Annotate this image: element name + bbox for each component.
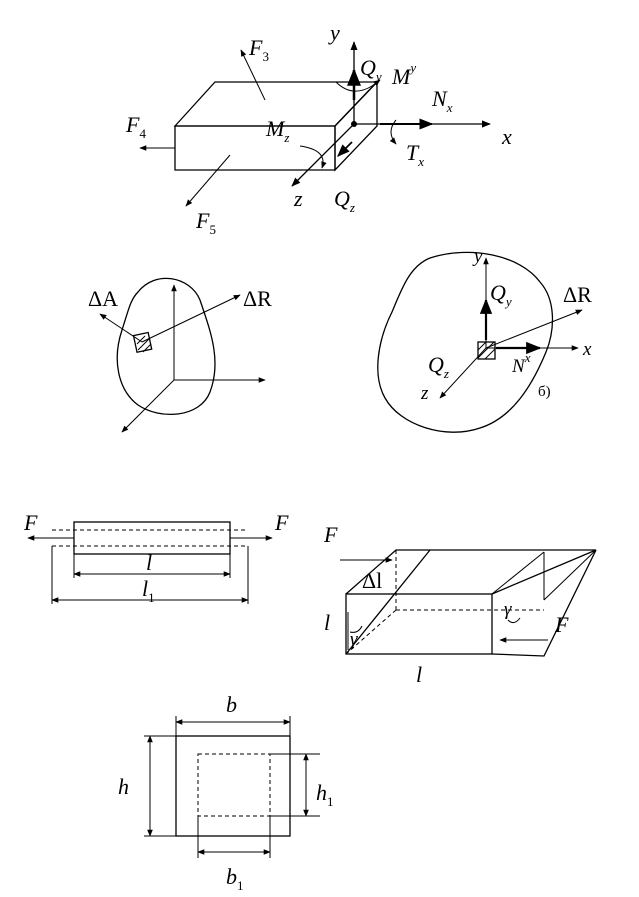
fig2b-label-nx: Nx: [511, 350, 531, 377]
fig1-f3-arrow: [240, 49, 266, 101]
fig1-label-f3: F3: [248, 35, 269, 64]
fig4-right-sheared: [491, 549, 597, 657]
fig1-box-front: [174, 125, 336, 171]
fig3-bar-tension: F F l l1: [23, 510, 289, 605]
fig5-rect-section: b h h1 b1: [118, 692, 334, 893]
fig2a-section-element: ΔA ΔR: [88, 277, 272, 433]
fig2a-label-da: ΔA: [88, 286, 118, 311]
fig1-box-side: [334, 80, 378, 172]
fig1-mz-moment: [299, 145, 327, 169]
fig1-label-tx: Tx: [406, 140, 424, 169]
fig4-shear-block: F Δl l γ γ F l: [323, 522, 597, 687]
fig1-tx-moment: [389, 119, 397, 145]
fig3-label-l: l: [146, 550, 152, 575]
fig2b-label-dr: ΔR: [563, 282, 592, 307]
fig1-label-z: z: [293, 186, 303, 211]
fig1-z-axis: [291, 123, 355, 187]
fig5-label-b1: b1: [226, 864, 244, 893]
fig4-label-gamma-left: γ: [350, 629, 358, 650]
fig2b-label-qy: Qy: [490, 280, 512, 309]
fig5-inner-dashed-rect: [197, 753, 271, 817]
fig2a-label-dr: ΔR: [243, 286, 272, 311]
fig4-label-l-left: l: [324, 610, 330, 635]
fig4-label-l-bottom: l: [416, 662, 422, 687]
fig2b-body-outline: [377, 251, 554, 433]
fig5-label-h1: h1: [316, 780, 334, 809]
fig2b-cross-section: y x z Qy ΔR Qz Nx б): [377, 246, 592, 433]
fig1-label-f5: F5: [195, 208, 216, 237]
fig5-label-b: b: [226, 692, 237, 717]
fig4-left-sheared: [345, 549, 431, 655]
fig1-beam-forces: F3 F4 F5 y x z Qy My Nx Mz Tx Qz: [125, 20, 512, 237]
fig1-f5-arrow: [185, 154, 231, 207]
fig2b-dr-arrow: [485, 309, 583, 349]
fig2a-dr-arrow: [141, 294, 241, 343]
fig2a-hatched-element: [132, 331, 153, 354]
fig2a-body-outline: [116, 277, 216, 416]
fig1-label-qz: Qz: [334, 186, 355, 215]
fig5-outer-rect: [175, 735, 291, 837]
fig4-label-gamma-right: γ: [504, 599, 512, 620]
fig2b-hatched-element: [477, 341, 496, 360]
fig4-label-f-top: F: [323, 522, 338, 547]
fig1-label-nx: Nx: [431, 86, 453, 115]
fig1-label-mz: Mz: [265, 116, 289, 145]
fig4-label-f-right: F: [554, 612, 569, 637]
fig3-label-l1: l1: [142, 576, 155, 605]
fig1-my-moment: [335, 79, 381, 92]
fig2b-label-x: x: [582, 339, 592, 360]
fig1-label-x: x: [501, 124, 512, 149]
fig4-front-face: [345, 593, 493, 655]
fig2b-label-z: z: [420, 383, 429, 404]
fig4-right-edge: [491, 551, 545, 595]
fig2a-axis-diag: [121, 379, 175, 433]
fig1-label-f4: F4: [125, 112, 146, 141]
fig4-gamma-arc-left: [349, 625, 363, 633]
fig4-gamma-arc-right: [507, 617, 521, 624]
fig2b-label-b: б): [538, 384, 551, 400]
fig2a-da-arrow: [99, 313, 143, 343]
fig5-label-h: h: [118, 774, 129, 799]
fig3-label-f-right: F: [274, 510, 289, 535]
fig2b-label-y: y: [472, 246, 483, 267]
fig3-label-f-left: F: [23, 510, 38, 535]
fig4-label-dl: Δl: [362, 568, 382, 593]
fig2b-label-qz: Qz: [428, 352, 449, 381]
fig4-top-face: [345, 549, 597, 595]
fig1-label-qy: Qy: [360, 55, 382, 84]
fig1-label-my: My: [391, 60, 416, 89]
fig1-qz-arrow: [337, 141, 353, 157]
fig1-label-y: y: [328, 20, 340, 45]
